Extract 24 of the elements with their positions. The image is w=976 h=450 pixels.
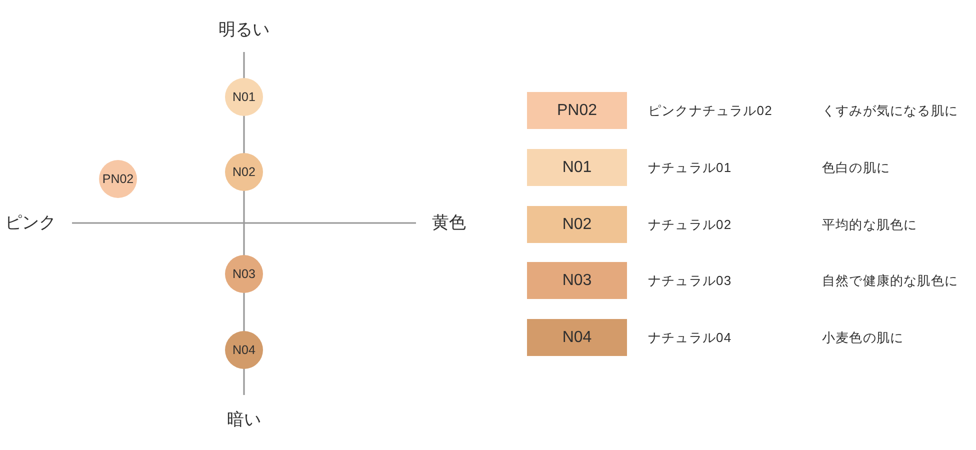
- axis-label: 明るい: [218, 19, 270, 41]
- shade-swatch: N01: [527, 149, 627, 186]
- axis-label: 暗い: [227, 409, 261, 431]
- shade-name: ナチュラル03: [648, 272, 732, 290]
- axis-label: 黄色: [432, 212, 466, 234]
- skin-description: くすみが気になる肌に: [822, 102, 958, 120]
- skin-description: 自然で健康的な肌色に: [822, 272, 958, 290]
- shade-circle: N04: [225, 331, 263, 369]
- shade-circle: N02: [225, 153, 263, 191]
- shade-name: ナチュラル02: [648, 216, 732, 234]
- shade-name: ナチュラル01: [648, 158, 732, 176]
- skin-description: 平均的な肌色に: [822, 216, 918, 234]
- skin-description: 小麦色の肌に: [822, 328, 904, 346]
- shade-swatch: N02: [527, 206, 627, 243]
- shade-name: ナチュラル04: [648, 328, 732, 346]
- shade-name: ピンクナチュラル02: [648, 102, 772, 120]
- axis-label: ピンク: [5, 212, 56, 234]
- shade-circle: N01: [225, 78, 263, 116]
- shade-circle: PN02: [99, 160, 137, 198]
- shade-circle: N03: [225, 255, 263, 293]
- skin-description: 色白の肌に: [822, 158, 890, 176]
- shade-swatch: N04: [527, 319, 627, 356]
- shade-swatch: PN02: [527, 92, 627, 129]
- shade-swatch: N03: [527, 262, 627, 299]
